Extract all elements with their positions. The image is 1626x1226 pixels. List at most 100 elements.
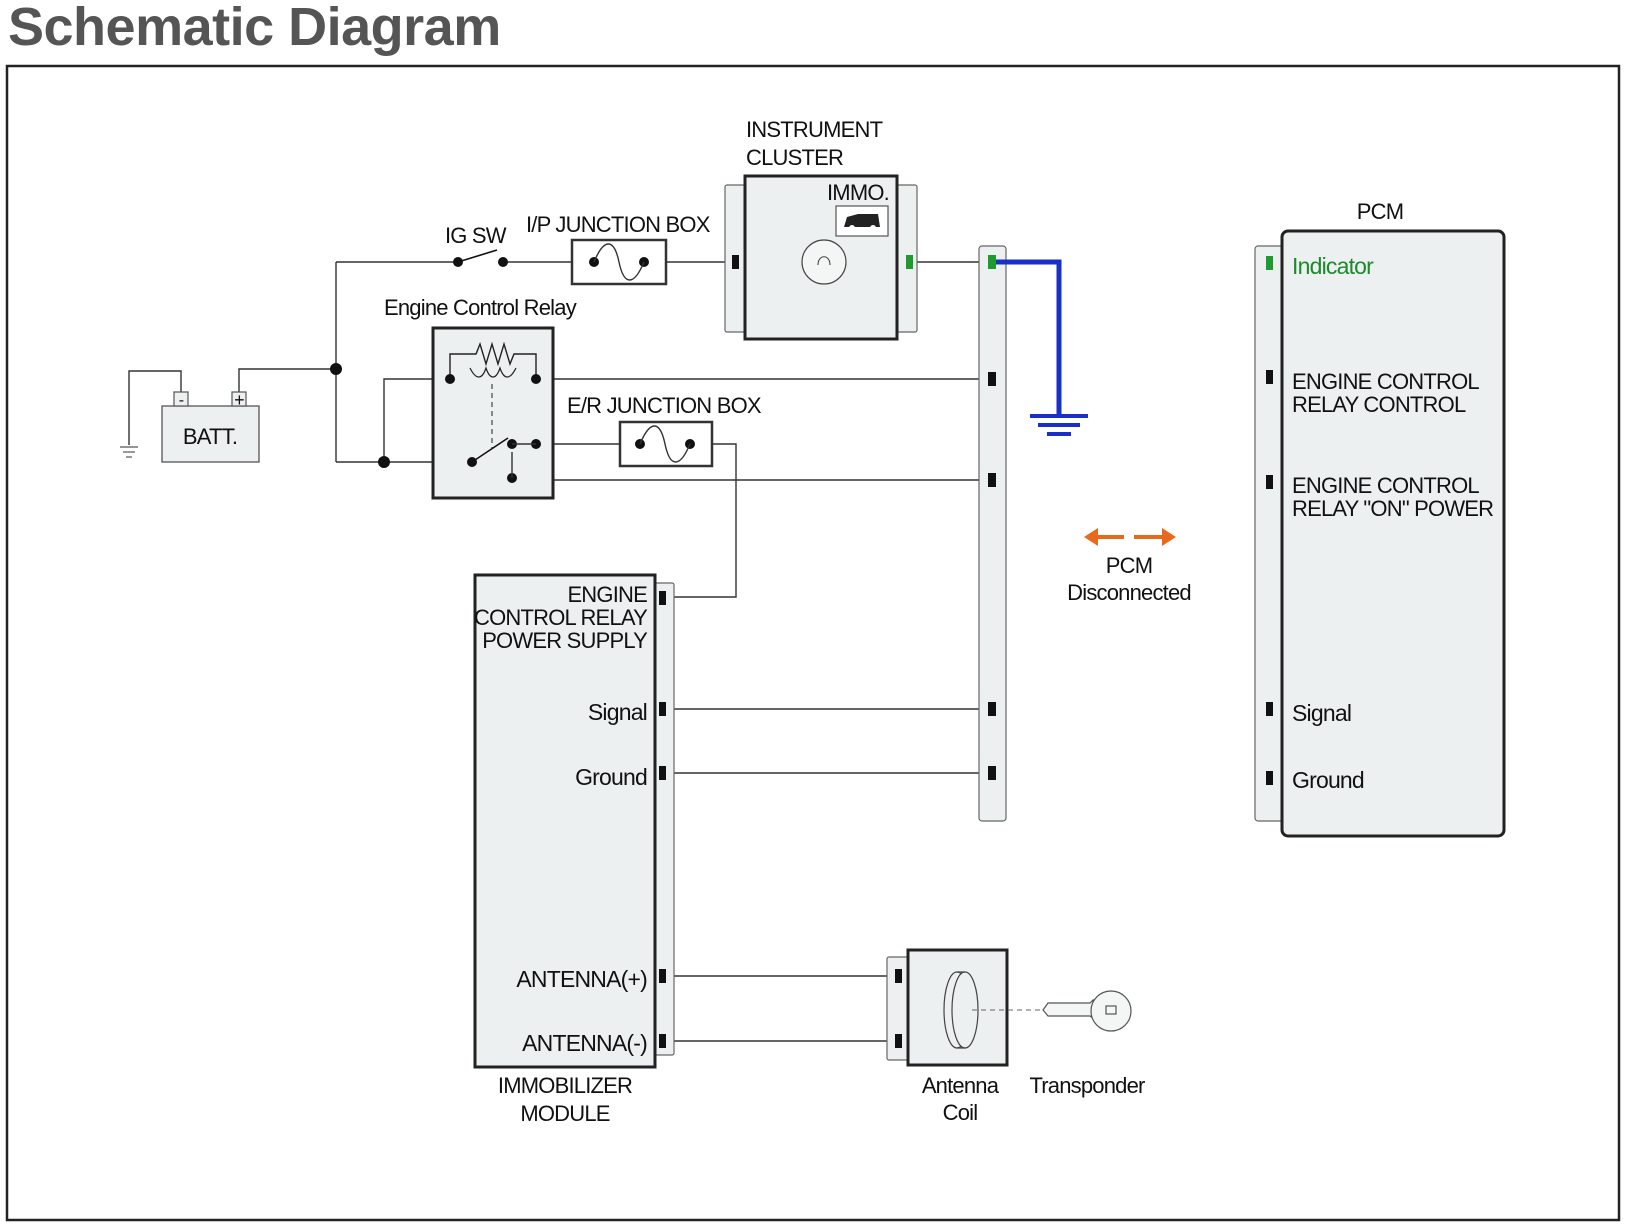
- engine-control-relay: Engine Control Relay: [384, 295, 577, 500]
- pcm-pin: [1266, 475, 1273, 489]
- immobilizer-pin: [659, 766, 666, 780]
- ig-switch-contact: [498, 257, 508, 267]
- relay-on-power-wire: [535, 444, 990, 481]
- pcm-label: PCM: [1357, 199, 1404, 224]
- transponder-key-icon: [1042, 990, 1132, 1032]
- immo-pin-power-line1: ENGINE: [567, 582, 647, 607]
- immo-pin-signal: Signal: [588, 699, 647, 725]
- engine-control-relay-label: Engine Control Relay: [384, 295, 577, 320]
- pcm-pin: [1266, 702, 1273, 716]
- transponder-label: Transponder: [1029, 1073, 1145, 1098]
- antenna-coil-pin: [895, 969, 902, 983]
- er-junction-box: E/R JUNCTION BOX: [567, 393, 763, 468]
- battery-neg-symbol: -: [179, 392, 184, 409]
- pcm-pin-indicator: Indicator: [1292, 253, 1374, 279]
- immobilizer-pin: [659, 1034, 666, 1048]
- pcm-pin-ground: Ground: [1292, 767, 1364, 793]
- ip-junction-box: I/P JUNCTION BOX: [526, 212, 712, 286]
- battery-label: BATT.: [183, 424, 237, 449]
- pcm-pin-ecr-on-line1: ENGINE CONTROL: [1292, 473, 1479, 498]
- pcm-pin-ecr-control-line2: RELAY CONTROL: [1292, 392, 1466, 417]
- battery-body: [161, 405, 260, 463]
- immobilizer-pin: [659, 969, 666, 983]
- harness-connector-body: [978, 245, 1007, 822]
- pcm-indicator-pin: [1266, 256, 1273, 270]
- junction-dot: [378, 456, 390, 468]
- immobilizer-label-line1: IMMOBILIZER: [498, 1073, 632, 1098]
- relay-coil-icon: [449, 341, 537, 379]
- pcm-pin: [1266, 771, 1273, 785]
- battery-negative-wire: [128, 370, 182, 445]
- pcm-harness-connector: [978, 245, 1007, 822]
- ip-junction-box-label: I/P JUNCTION BOX: [526, 212, 711, 237]
- relay-terminal: [531, 374, 541, 384]
- right-arrow-icon: [1134, 528, 1176, 546]
- immo-pin-antenna-neg: ANTENNA(-): [522, 1030, 647, 1056]
- ground-jumper: [996, 259, 1088, 436]
- harness-pin: [988, 372, 996, 386]
- junction-dot: [330, 363, 342, 375]
- antenna-coil-label-line2: Coil: [943, 1100, 978, 1125]
- immo-pin-ground: Ground: [575, 764, 647, 790]
- battery-neg-terminal: [173, 391, 189, 407]
- immo-pin-antenna-pos: ANTENNA(+): [516, 966, 647, 992]
- pcm: PCM Indicator ENGINE CONTROL RELAY CONTR…: [1254, 199, 1506, 838]
- fuse-icon: [593, 243, 645, 281]
- pcm-disconnected-indicator: PCM Disconnected: [1067, 528, 1192, 605]
- immobilizer-pin: [659, 702, 666, 716]
- harness-pin: [988, 702, 996, 716]
- immobilizer-label-line2: MODULE: [520, 1101, 609, 1126]
- immo-pin-power-line2: CONTROL RELAY: [474, 605, 648, 630]
- immobilizer-pin: [659, 591, 666, 605]
- ground-jumper-wire: [996, 259, 1062, 414]
- indicator-lamp-icon: [801, 239, 847, 285]
- immo-pin-power-line3: POWER SUPPLY: [482, 628, 648, 653]
- harness-indicator-pin: [988, 255, 996, 269]
- lamp-filament: [817, 256, 831, 266]
- pcm-pin-signal: Signal: [1292, 700, 1351, 726]
- immobilizer-module: ENGINE CONTROL RELAY POWER SUPPLY Signal…: [473, 573, 675, 1126]
- er-junction-box-label: E/R JUNCTION BOX: [567, 393, 762, 418]
- instrument-cluster: INSTRUMENT CLUSTER IMMO.: [724, 117, 918, 341]
- relay-terminal: [445, 374, 455, 384]
- immo-label: IMMO.: [827, 180, 889, 205]
- antenna-coil-label-line1: Antenna: [922, 1073, 1000, 1098]
- harness-pin: [988, 473, 996, 487]
- left-arrow-icon: [1084, 528, 1124, 546]
- battery-positive-wire: [238, 368, 336, 403]
- transponder: Transponder: [972, 990, 1146, 1098]
- fuse-icon: [639, 425, 691, 463]
- ig-switch-label: IG SW: [445, 223, 507, 248]
- relay-body: [431, 326, 555, 500]
- disconnected-status-line2: Disconnected: [1067, 580, 1191, 605]
- er-junction-output-wire: [664, 443, 737, 598]
- coil-icon: [943, 971, 979, 1049]
- ig-switch: IG SW: [445, 223, 508, 267]
- pcm-pin-ecr-on-line2: RELAY "ON" POWER: [1292, 496, 1493, 521]
- pcm-body: [1280, 229, 1506, 838]
- instrument-cluster-label-line1: INSTRUMENT: [746, 117, 883, 142]
- car-key-icon: [835, 205, 889, 237]
- page-title: Schematic Diagram: [8, 0, 501, 57]
- relay-switch-blade: [471, 437, 509, 463]
- instrument-cluster-label-line2: CLUSTER: [746, 145, 843, 170]
- pcm-pin-ecr-control-line1: ENGINE CONTROL: [1292, 369, 1479, 394]
- pcm-pin: [1266, 370, 1273, 384]
- relay-core: [469, 366, 517, 378]
- cluster-pin: [732, 255, 739, 269]
- immobilizer-body: [473, 573, 657, 1069]
- relay-coil-wire: [383, 378, 450, 462]
- chassis-ground-icon: [120, 446, 138, 458]
- cluster-indicator-pin: [906, 255, 913, 269]
- battery-pos-symbol: +: [234, 390, 244, 410]
- battery: - + BATT.: [161, 390, 260, 463]
- antenna-coil: Antenna Coil: [886, 948, 1009, 1125]
- battery-pos-terminal: [231, 391, 247, 407]
- antenna-coil-pin: [895, 1034, 902, 1048]
- diagram-frame: [5, 64, 1621, 1222]
- harness-pin: [988, 766, 996, 780]
- ig-switch-blade: [457, 249, 498, 263]
- er-junction-box-frame: [618, 420, 714, 468]
- disconnected-status-line1: PCM: [1106, 553, 1153, 578]
